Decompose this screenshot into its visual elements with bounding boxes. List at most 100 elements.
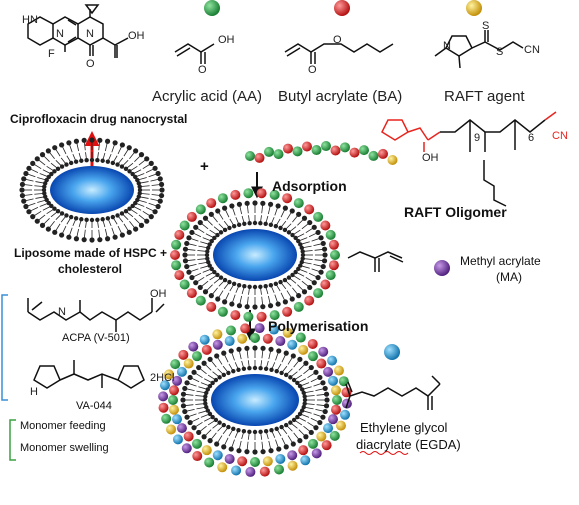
lipid-head [301, 390, 306, 396]
lipid-head [138, 222, 145, 228]
lipid-head [193, 280, 199, 286]
lipid-head [184, 263, 190, 270]
lipid-head [279, 424, 284, 430]
lipid-head [300, 252, 306, 258]
polymer-bead [329, 430, 340, 441]
oligo-oh: OH [422, 152, 439, 164]
lipid-head [217, 420, 222, 425]
polymer-bead [256, 188, 267, 199]
butyl-acrylate-label: Butyl acrylate (BA) [278, 88, 403, 105]
lipid-head [115, 213, 120, 218]
lipid-head [152, 165, 158, 171]
lipid-head [286, 230, 292, 235]
lipid-head [105, 159, 111, 164]
oligomer-chain [245, 141, 398, 165]
polymer-bead [174, 270, 185, 281]
lipid-head [308, 364, 314, 371]
lipid-head [73, 138, 80, 144]
lipid-head [307, 284, 313, 291]
lipid-head [66, 140, 72, 146]
oligo-sub9: 9 [474, 132, 481, 144]
o-atom: O [86, 58, 95, 70]
polymer-bead [338, 376, 349, 387]
lipid-head [212, 235, 217, 241]
lipid-head [123, 209, 129, 214]
acpa-oh: OH [150, 288, 167, 300]
lipid-head [207, 242, 212, 247]
polymer-bead [169, 385, 180, 396]
lipid-head [201, 360, 207, 366]
polymer-bead [321, 440, 332, 451]
lipid-head [303, 434, 309, 440]
oligomer-bead [378, 148, 388, 159]
polymer-bead [275, 336, 286, 347]
polymer-bead [293, 198, 304, 209]
lipid-head [105, 216, 111, 221]
polymer-bead [212, 329, 223, 340]
lipid-head [207, 438, 213, 444]
lipid-head [313, 369, 319, 375]
lipid-head [133, 226, 139, 232]
lipid-head [278, 279, 283, 285]
oligo-cn: CN [552, 130, 568, 142]
polymer-bead [237, 456, 248, 467]
ciprofloxacin-structure [27, 4, 129, 58]
lipid-head [247, 284, 252, 289]
lipid-head [244, 449, 250, 455]
polymer-bead [333, 365, 344, 376]
polymer-bead [332, 395, 342, 405]
lipid-head [41, 187, 47, 193]
lipid-head [297, 411, 303, 417]
ma-ball [434, 260, 450, 276]
polymer-bead [170, 250, 180, 260]
lipid-head [209, 238, 214, 244]
polymer-bead [225, 325, 236, 336]
lipid-head [213, 417, 219, 423]
lipid-head [242, 283, 247, 289]
lipid-head [228, 446, 234, 452]
lipid-head [274, 426, 279, 432]
lipid-head [222, 277, 228, 283]
lipid-head [282, 277, 288, 283]
polymer-bead [340, 409, 351, 420]
lipid-head [236, 201, 243, 207]
oligomer-bead [283, 143, 293, 154]
polymer-bead [176, 366, 187, 377]
lipid-head [307, 219, 313, 226]
oh-atom: OH [128, 30, 145, 42]
lipid-head [144, 156, 150, 162]
lipid-head [59, 211, 65, 216]
lipid-head [207, 383, 213, 389]
lipid-head [252, 284, 258, 290]
polymer-bead [206, 198, 217, 209]
lipid-head [197, 284, 203, 291]
lipid-head [119, 232, 125, 238]
lipid-head [187, 374, 193, 381]
lipid-head [81, 237, 87, 243]
polymer-bead [269, 310, 280, 321]
lipid-head [299, 245, 304, 251]
polymer-bead [192, 351, 203, 362]
lipid-head [180, 391, 187, 397]
raft-s2: S [496, 46, 504, 58]
lipid-head [263, 283, 268, 289]
lipid-head [217, 375, 222, 380]
lipid-head [320, 414, 326, 420]
lipid-head [43, 194, 48, 199]
polymer-bead [172, 434, 183, 445]
lipid-head [112, 234, 118, 240]
lipid-head [21, 176, 27, 182]
polymer-bead [282, 193, 293, 204]
polymer-bead [335, 420, 346, 431]
lipid-head [320, 263, 326, 270]
oligomer-bead [245, 151, 255, 161]
lipid-head [268, 346, 274, 352]
lipid-head [221, 350, 227, 356]
lipid-head [295, 414, 300, 420]
lipid-head [44, 177, 49, 183]
lipid-head [227, 225, 232, 231]
lipid-head [97, 137, 103, 143]
lipid-head [148, 160, 154, 166]
lipid-head [241, 366, 247, 372]
lipid-head [39, 152, 46, 158]
